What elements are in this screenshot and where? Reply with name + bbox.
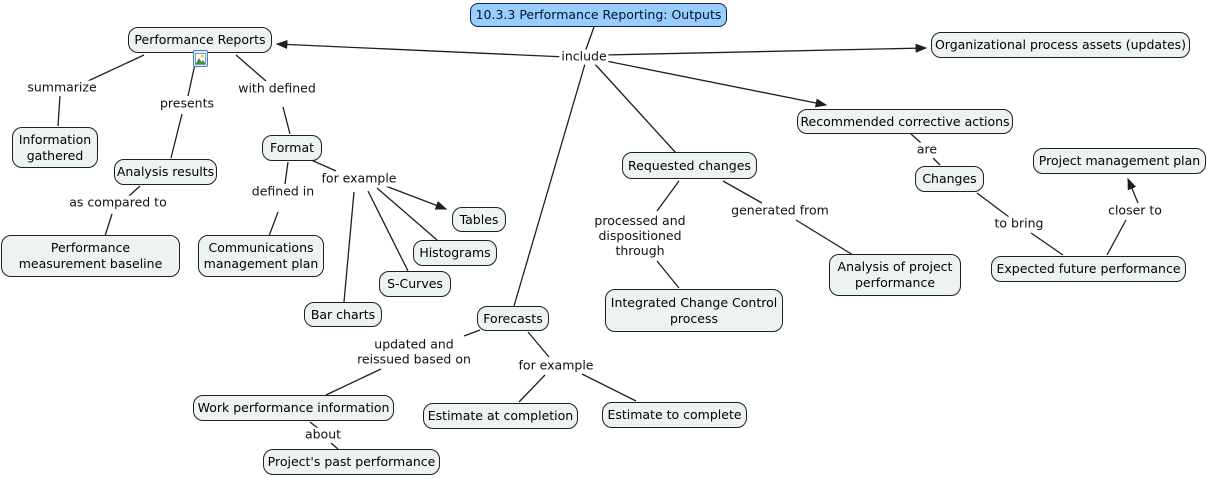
link-label-summarize[interactable]: summarize: [25, 79, 99, 96]
link-label-include[interactable]: include: [559, 48, 609, 65]
concept-requested-changes[interactable]: Requested changes: [622, 152, 757, 179]
concept-tables[interactable]: Tables: [452, 207, 506, 232]
concept-expected-future-performance[interactable]: Expected future performance: [991, 256, 1186, 282]
link-label-closer-to[interactable]: closer to: [1106, 202, 1164, 219]
link-label-with-defined[interactable]: with defined: [236, 80, 318, 97]
concept-analysis-of-project-performance[interactable]: Analysis of project performance: [829, 254, 961, 296]
link-label-about[interactable]: about: [302, 426, 344, 443]
concept-estimate-at-completion[interactable]: Estimate at completion: [423, 403, 578, 429]
link-label-are[interactable]: are: [914, 141, 940, 158]
concept-communications-management-plan[interactable]: Communications management plan: [198, 235, 324, 277]
concept-performance-measurement-baseline[interactable]: Performance measurement baseline: [1, 235, 180, 277]
concept-projects-past-performance[interactable]: Project's past performance: [263, 449, 440, 475]
concept-analysis-results[interactable]: Analysis results: [114, 159, 217, 185]
concept-organizational-process-assets[interactable]: Organizational process assets (updates): [931, 32, 1190, 58]
concept-changes[interactable]: Changes: [915, 166, 984, 192]
concept-s-curves[interactable]: S-Curves: [379, 271, 451, 297]
concept-bar-charts[interactable]: Bar charts: [304, 302, 382, 327]
concept-title[interactable]: 10.3.3 Performance Reporting: Outputs: [470, 3, 727, 27]
concept-performance-reports[interactable]: Performance Reports: [128, 27, 272, 53]
link-label-presents[interactable]: presents: [157, 95, 217, 112]
link-label-for-example-format[interactable]: for example: [319, 170, 399, 187]
link-label-as-compared-to[interactable]: as compared to: [67, 194, 169, 211]
concept-recommended-corrective-actions[interactable]: Recommended corrective actions: [797, 109, 1013, 134]
image-resource-glyph: [195, 52, 206, 65]
link-label-updated-and-reissued[interactable]: updated and reissued based on: [353, 336, 475, 367]
link-label-to-bring[interactable]: to bring: [992, 215, 1046, 232]
concept-information-gathered[interactable]: Information gathered: [12, 127, 98, 168]
concept-forecasts[interactable]: Forecasts: [477, 306, 549, 331]
link-label-defined-in[interactable]: defined in: [249, 183, 317, 200]
concept-integrated-change-control-process[interactable]: Integrated Change Control process: [605, 289, 783, 332]
image-resource-icon[interactable]: [193, 50, 208, 67]
concept-histograms[interactable]: Histograms: [413, 240, 497, 266]
concept-estimate-to-complete[interactable]: Estimate to complete: [602, 402, 747, 428]
link-label-for-example-forecasts[interactable]: for example: [516, 357, 596, 374]
link-label-processed-through[interactable]: processed and dispositioned through: [588, 213, 692, 259]
concept-project-management-plan[interactable]: Project management plan: [1033, 148, 1206, 174]
concept-format[interactable]: Format: [262, 135, 322, 161]
concept-work-performance-information[interactable]: Work performance information: [193, 395, 394, 421]
link-label-generated-from[interactable]: generated from: [729, 202, 831, 219]
